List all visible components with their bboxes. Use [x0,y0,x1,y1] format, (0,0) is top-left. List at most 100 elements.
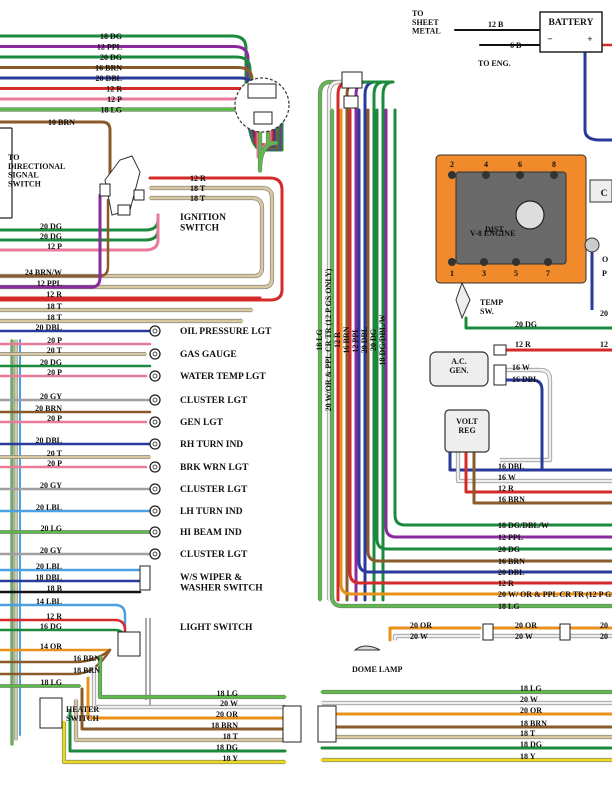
wire-label-instr-2-0: 20 DG [40,358,62,367]
bottom-right-connector [317,705,337,743]
oil-pressure-sensor-icon [584,237,600,253]
spark-plug-icon [516,171,524,179]
wire-label-ls-1: 12 R [46,612,62,621]
wire-label-wiper-0: 20 LBL [36,562,62,571]
ac-generator-icon [429,351,489,387]
directional-bracket [0,127,13,219]
instrument-bulb-icon-4 [149,416,161,428]
instrument-bulb-icon-3 [149,394,161,406]
label-6b: 6 B [510,41,522,50]
wire-label-vr-1: 16 W [498,473,516,482]
instrument-label-0: OIL PRESSURE LGT [180,327,272,337]
instrument-bulb-icon-2 [149,370,161,382]
wire-label-mid-7: 18 T [47,313,63,322]
wire-ign-18t-b [0,196,264,278]
wire-label-wiper-2: 18 B [47,584,63,593]
gen-connector-2 [493,364,507,386]
bulb-filament [152,397,158,403]
wire-label-rh-5: 12 R [498,579,514,588]
instrument-bulb-icon-6 [149,461,161,473]
engine-pin-top-6: 6 [518,160,522,169]
wire-label-rh-3: 16 BRN [498,557,525,566]
wire-label-wiper-1: 18 DBL [36,573,62,582]
bulb-filament [152,419,158,425]
ign-label-12r: 12 R [190,174,206,183]
bottom-left-connector [282,705,302,743]
wire-layer [0,29,612,765]
wire-label-bottom-1: 20 W [220,699,238,708]
wire-rh-0 [393,108,612,527]
wire-dome-w [393,634,482,642]
wire-mid-4 [0,193,102,289]
wire-gen-16w [498,368,552,462]
battery-icon [539,11,603,53]
instrument-label-3: CLUSTER LGT [180,396,248,406]
vertical-harness-label-1: 20 W/OR & PPL CR TR (12 P GS ONLY) [324,268,333,411]
battery-label: BATTERY [549,18,594,28]
wire-ls-0 [0,603,127,642]
ign-label-18t-1: 18 T [190,184,206,193]
spark-plug-icon [550,171,558,179]
engine-pin-bottom-5: 5 [514,269,518,278]
wire-bottom-2 [86,676,287,720]
coil-label: C [601,189,608,199]
instrument-label-9: HI BEAM IND [180,528,242,538]
wire-label-mid-4: 12 PPL [37,279,62,288]
wire-label-mid-3: 24 BRN/W [25,268,62,277]
wire-top-12-r [0,87,274,147]
ac-gen-label: A.C.GEN. [449,357,468,375]
wire-label-ls-4: 16 BRN [73,654,100,663]
wire-label-rb-4: 18 T [520,729,536,738]
wire-label-instr-4-1: 20 P [47,414,62,423]
spark-plug-icon [512,258,520,266]
wiper-connector [139,565,151,591]
vertical-harness-label-0: 18 LG [315,329,324,351]
wire-ls-1 [0,618,127,642]
gen-label-12: 12 [600,340,608,349]
wire-label-top-6: 12 P [107,95,122,104]
wire-label-instr-1-1: 20 T [47,346,63,355]
wire-vert-1 [327,80,349,602]
instrument-bulb-icon-1 [149,348,161,360]
engine-pin-top-2: 2 [450,160,454,169]
wire-bottom-5 [68,709,287,753]
battery-neg: − [547,35,552,45]
wire-bottom-4 [74,698,287,742]
wire-label-instr-1-0: 20 P [47,336,62,345]
wire-label-rb-0: 18 LG [520,684,542,693]
side-label-p: P [602,269,607,278]
wire-10-brn [0,120,112,187]
vertical-harness-connector-2 [343,95,359,109]
vertical-harness-label-3: 16 BRN [342,326,351,353]
wire-label-vr-0: 16 DBL [498,462,524,471]
dome-label-1: 20 OR [410,621,432,630]
engine-pin-bottom-7: 7 [546,269,550,278]
dome-connector-2 [559,623,571,641]
wire-ls-vertical [145,618,151,708]
instrument-bulb-icon-8 [149,505,161,517]
spark-plug-icon [480,258,488,266]
wire-label-ls-5: 18 BRN [73,666,100,675]
wire-mid-1 [0,213,160,242]
wire-label-vr-3: 16 BRN [498,495,525,504]
wire-dome-or [388,626,482,642]
wire-label-rh-6: 20 W/ OR & PPL CR TR (12 P GS ONLY) [498,590,612,599]
wire-rh-7 [330,108,612,608]
wire-label-bottom-2: 20 OR [216,710,238,719]
wire-label-top-2: 20 DG [100,53,122,62]
light-switch-connector [117,631,141,657]
light-switch-label: LIGHT SWITCH [180,623,253,633]
bulb-filament [152,441,158,447]
wire-ls-2 [0,628,127,642]
wire-label-bottom-4: 18 T [223,732,239,741]
wire-label-top-3: 16 BRN [95,64,122,73]
gen-connector-1 [493,344,507,356]
wire-label-ls-6: 18 LG [40,678,62,687]
wire-label-rb-2: 20 OR [520,706,542,715]
instrument-label-6: BRK WRN LGT [180,463,249,473]
dome-label-6: 20 [600,632,608,641]
wire-label-vr-2: 12 R [498,484,514,493]
